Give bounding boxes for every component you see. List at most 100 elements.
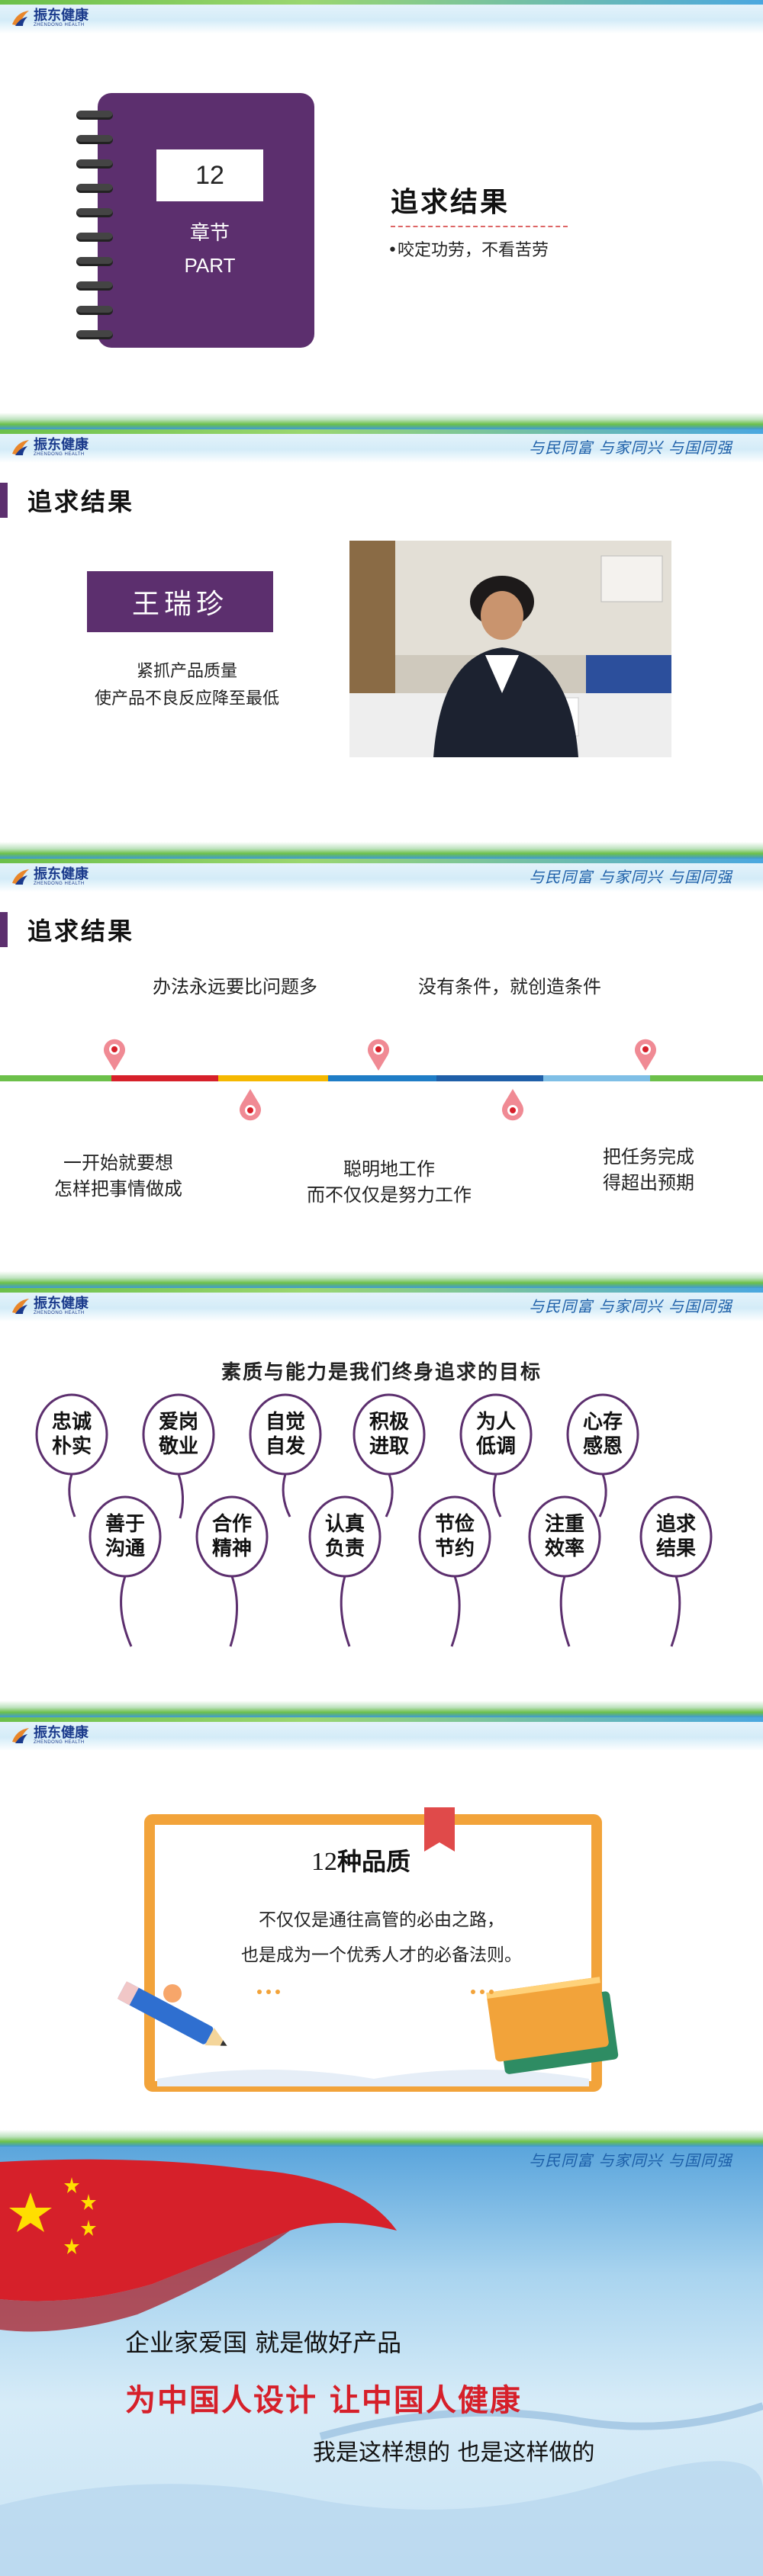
ring	[76, 208, 113, 217]
section-title: 追求结果	[27, 917, 135, 946]
banner-stripe	[0, 1717, 763, 1722]
logo-text: 振东健康	[34, 8, 89, 24]
slogan: 与民同富 与家同兴 与国同强	[529, 1297, 732, 1315]
logo-text: 振东健康	[34, 437, 89, 453]
small-figure-icon	[163, 1984, 182, 2003]
ring	[76, 306, 113, 315]
tip-top-left: 办法永远要比问题多	[153, 976, 317, 997]
ring	[76, 111, 113, 120]
quality-text: 效率	[544, 1537, 584, 1560]
open-book-illustration	[117, 1807, 619, 2092]
tip-line: 把任务完成	[603, 1146, 694, 1168]
bottom-bar	[0, 1701, 763, 1717]
location-pin-icon	[240, 1089, 261, 1121]
balloon-string	[598, 1473, 607, 1518]
tip-line: 得超出预期	[603, 1172, 694, 1193]
balloon-string	[670, 1575, 681, 1647]
slide-book: 振东健康 ZHENDONG HEALTH 12种	[0, 1717, 763, 2147]
great-wall-line	[319, 2402, 763, 2440]
ring	[76, 330, 113, 339]
logo-text: 振东健康	[34, 866, 89, 882]
flag-shadow	[0, 2231, 290, 2332]
logo-mark-icon	[12, 1299, 29, 1314]
closing-line3: 我是这样想的 也是这样做的	[313, 2439, 595, 2466]
person-name: 王瑞珍	[87, 571, 273, 632]
tip-top-right: 没有条件，就创造条件	[418, 976, 601, 997]
ring	[76, 159, 113, 169]
brand-logo: 振东健康 ZHENDONG HEALTH	[11, 8, 89, 29]
logo-mark-icon	[12, 1728, 29, 1743]
tip-line: 聪明地工作	[343, 1158, 435, 1180]
timeline-bar	[0, 1075, 763, 1081]
section-bar	[0, 912, 8, 947]
desc-line2: 使产品不良反应降至最低	[94, 689, 279, 708]
quality-text: 追求	[655, 1513, 696, 1536]
quality-text: 敬业	[158, 1435, 198, 1458]
timeline-seg	[650, 1075, 763, 1081]
qualities-count-title: 12种品质	[311, 1842, 410, 1877]
timeline-seg	[543, 1075, 650, 1081]
great-wall-silhouette	[0, 2461, 763, 2576]
quality-loyal: 忠诚朴实	[49, 1410, 95, 1459]
timeline-seg	[0, 1075, 111, 1081]
bottom-bar	[0, 1271, 763, 1288]
location-pin-icon	[502, 1089, 523, 1121]
closing-line1: 企业家爱国 就是做好产品	[125, 2328, 402, 2357]
quality-text: 自发	[265, 1435, 305, 1458]
quality-text: 节约	[434, 1537, 475, 1560]
tip-line: 一开始就要想	[63, 1152, 173, 1174]
quality-text: 善于	[105, 1513, 145, 1536]
quality-text: 进取	[369, 1435, 409, 1458]
balloon-string	[229, 1575, 238, 1647]
ring	[76, 184, 113, 193]
book-line1: 不仅仅是通往高管的必由之路，	[259, 1910, 504, 1930]
location-pin-icon	[635, 1039, 656, 1071]
section-header: 追求结果	[0, 483, 134, 518]
quality-teamwork: 合作精神	[209, 1512, 255, 1561]
ring	[76, 233, 113, 242]
tip-bottom-left: 一开始就要想 怎样把事情做成	[31, 1150, 206, 1202]
balloons-illustration	[35, 1393, 713, 1647]
notebook-card	[98, 93, 314, 348]
banner-stripe	[0, 429, 763, 434]
book-line2: 也是成为一个优秀人才的必备法则。	[241, 1945, 522, 1965]
brand-logo: 振东健康 ZHENDONG HEALTH	[11, 1296, 89, 1317]
slide-person: 振东健康 ZHENDONG HEALTH 与民同富 与家同兴 与国同强 追求结果…	[0, 429, 763, 859]
slide-chapter-cover: 振东健康 ZHENDONG HEALTH 12 章节 PART 追求结果 •咬定…	[0, 0, 763, 429]
quality-text: 结果	[655, 1537, 696, 1560]
quality-self-driven: 自觉自发	[262, 1410, 308, 1459]
logo-sub: ZHENDONG HEALTH	[34, 23, 85, 27]
quality-text: 爱岗	[158, 1411, 198, 1434]
quality-modest: 为人低调	[473, 1410, 519, 1459]
quality-proactive: 积极进取	[366, 1410, 412, 1459]
quality-text: 自觉	[265, 1411, 305, 1434]
pencil-icon	[117, 1981, 227, 2046]
bottom-bar	[0, 2130, 763, 2147]
section-bar	[0, 483, 8, 518]
quality-text: 积极	[369, 1411, 409, 1434]
location-pin-icon	[368, 1039, 389, 1071]
slogan: 与民同富 与家同兴 与国同强	[529, 2151, 732, 2170]
top-banner: 振东健康 ZHENDONG HEALTH 与民同富 与家同兴 与国同强	[0, 859, 763, 892]
chapter-subtitle: •咬定功劳，不看苦劳	[388, 241, 549, 260]
quality-efficient: 注重效率	[542, 1512, 588, 1561]
quality-dedicated: 爱岗敬业	[156, 1410, 201, 1459]
quality-text: 感恩	[582, 1435, 623, 1458]
top-banner: 振东健康 ZHENDONG HEALTH	[0, 1717, 763, 1751]
section-title: 追求结果	[27, 487, 135, 516]
slide-qualities-balloons: 振东健康 ZHENDONG HEALTH 与民同富 与家同兴 与国同强 素质与能…	[0, 1288, 763, 1717]
chapter-number: 12	[156, 149, 263, 201]
chapter-label: 章节 PART	[156, 217, 263, 281]
logo-mark-icon	[12, 440, 29, 455]
tip-bottom-mid: 聪明地工作 而不仅仅是努力工作	[290, 1156, 488, 1208]
quality-text: 沟通	[105, 1537, 145, 1560]
quality-text: 精神	[211, 1537, 252, 1560]
office-photo-icon	[349, 541, 671, 757]
slide-timeline: 振东健康 ZHENDONG HEALTH 与民同富 与家同兴 与国同强 追求结果…	[0, 859, 763, 1288]
logo-mark-icon	[12, 11, 29, 26]
top-banner: 振东健康 ZHENDONG HEALTH	[0, 0, 763, 34]
top-banner: 振东健康 ZHENDONG HEALTH 与民同富 与家同兴 与国同强	[0, 1288, 763, 1322]
logo-text: 振东健康	[34, 1296, 89, 1312]
flag-illustration	[0, 2159, 763, 2576]
quality-text: 认真	[324, 1513, 365, 1536]
